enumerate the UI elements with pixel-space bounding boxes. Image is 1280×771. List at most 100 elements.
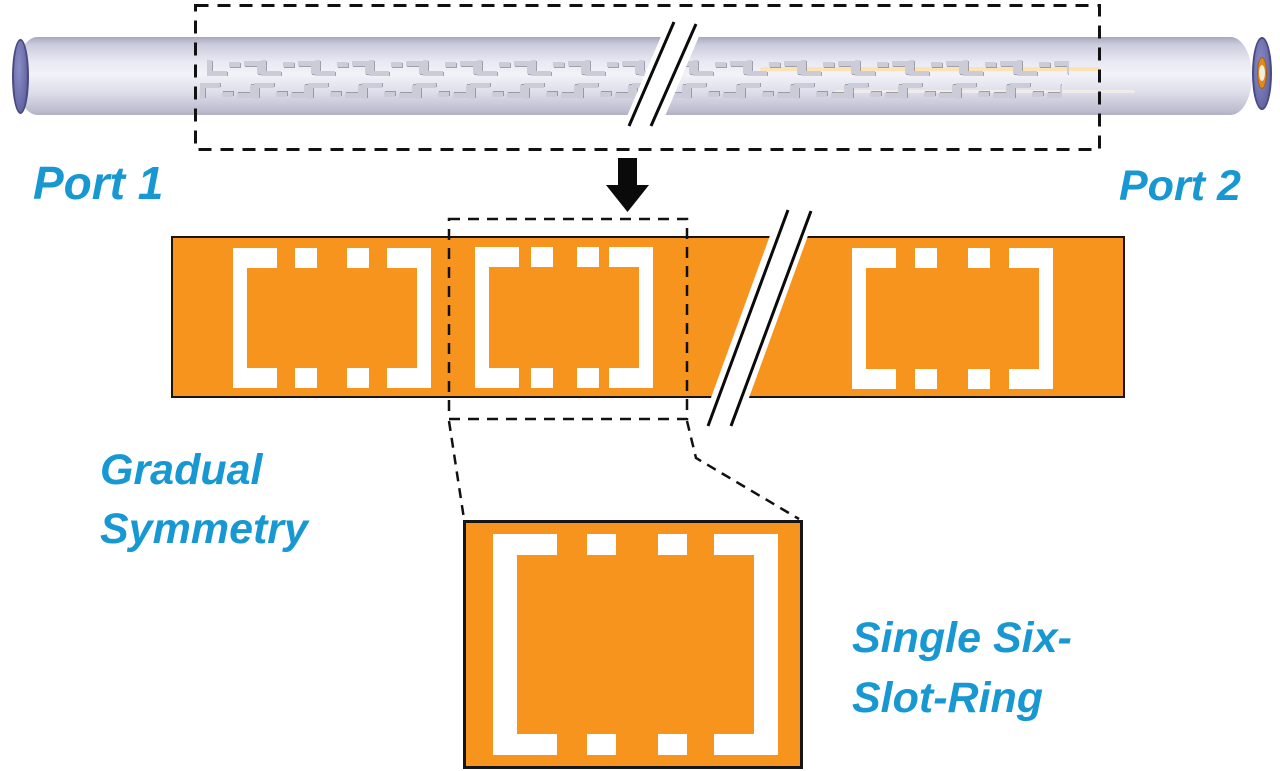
single-six-slot-ring-line1: Single Six-	[852, 614, 1072, 662]
slot-segment-ra-tl	[233, 248, 277, 268]
zoom-leader-left	[447, 420, 466, 520]
slot-segment-rd-b2	[658, 734, 688, 755]
etch-mark	[438, 92, 449, 97]
etch-unit	[900, 83, 957, 100]
etch-unit	[529, 59, 586, 76]
etch-unit	[252, 83, 309, 100]
etch-mark	[855, 60, 875, 76]
etch-mark	[276, 92, 287, 97]
etch-mark	[261, 60, 281, 76]
etch-mark	[823, 62, 834, 67]
etch-unit	[1015, 59, 1069, 76]
etch-unit	[637, 59, 694, 76]
etch-mark	[715, 62, 726, 67]
etch-mark	[1039, 62, 1050, 67]
etch-mark	[315, 60, 335, 76]
slot-segment-rv-r	[754, 534, 778, 755]
etch-unit	[475, 59, 532, 76]
etch-mark	[747, 60, 767, 76]
slot-segment-rv-l	[475, 247, 489, 388]
slot-segment-rd-b2	[967, 369, 990, 389]
etch-mark	[985, 62, 996, 67]
slot-segment-ra-bl	[233, 368, 277, 388]
slot-segment-ra-tr	[714, 534, 778, 555]
gradual-symmetry-label: Gradual Symmetry	[100, 441, 308, 559]
etch-mark	[416, 83, 436, 99]
etch-unit	[360, 83, 417, 100]
single-six-slot-ring-label: Single Six- Slot-Ring	[852, 608, 1072, 728]
etch-unit	[421, 59, 478, 76]
etch-mark	[816, 92, 827, 97]
etch-mark	[661, 62, 672, 67]
slot-segment-ra-tl	[852, 248, 896, 268]
etch-mark	[369, 60, 389, 76]
six-slot-ring-detail	[493, 534, 778, 755]
etched-slot-pattern-top	[205, 59, 1069, 76]
etch-mark	[585, 60, 605, 76]
gradual-symmetry-line2: Symmetry	[100, 505, 308, 553]
etch-mark	[222, 92, 233, 97]
etch-unit	[853, 59, 910, 76]
etch-mark	[423, 60, 443, 76]
etch-unit	[468, 83, 525, 100]
etch-mark	[1047, 85, 1062, 98]
slot-segment-rd-t1	[587, 534, 617, 555]
etch-mark	[708, 92, 719, 97]
etch-mark	[524, 83, 544, 99]
cable-end-cap-right	[1252, 37, 1272, 110]
unit-cell-zoom-panel	[463, 520, 803, 769]
gradual-symmetry-line1: Gradual	[100, 446, 263, 494]
cable-end-cap-left	[12, 39, 29, 114]
etch-unit	[799, 59, 856, 76]
etch-mark	[607, 62, 618, 67]
six-slot-ring-2	[475, 247, 653, 388]
etch-mark	[384, 92, 395, 97]
slot-segment-ra-br	[387, 368, 431, 388]
slot-segment-rv-l	[852, 248, 866, 389]
slot-segment-ra-tl	[493, 534, 557, 555]
etch-mark	[1017, 60, 1037, 76]
etch-unit	[198, 83, 255, 100]
slot-segment-rv-r	[1039, 248, 1053, 389]
slot-segment-rv-l	[233, 248, 247, 388]
etch-unit	[522, 83, 579, 100]
etch-mark	[848, 83, 868, 99]
etch-mark	[909, 60, 929, 76]
etch-mark	[956, 83, 976, 99]
single-six-slot-ring-line2: Slot-Ring	[852, 674, 1044, 722]
etch-unit	[1008, 83, 1062, 100]
etch-mark	[924, 92, 935, 97]
etch-mark	[762, 92, 773, 97]
slot-segment-ra-br	[1009, 369, 1053, 389]
slot-segment-rd-t1	[915, 248, 938, 268]
etch-unit	[745, 59, 802, 76]
etch-mark	[492, 92, 503, 97]
etch-mark	[254, 83, 274, 99]
etch-mark	[1032, 92, 1043, 97]
slot-segment-rd-t2	[346, 248, 369, 268]
etch-mark	[769, 62, 780, 67]
zoom-leader-right	[685, 420, 800, 521]
etch-mark	[362, 83, 382, 99]
slot-segment-ra-bl	[852, 369, 896, 389]
etch-mark	[553, 62, 564, 67]
slot-segment-rv-l	[493, 534, 517, 755]
etch-unit	[684, 83, 741, 100]
cross-section-center-pin	[1259, 65, 1265, 81]
slot-segment-rd-b2	[577, 368, 600, 388]
etch-mark	[632, 83, 652, 99]
etch-mark	[902, 83, 922, 99]
etch-mark	[330, 92, 341, 97]
etch-mark	[477, 60, 497, 76]
etch-mark	[654, 92, 665, 97]
etch-unit	[954, 83, 1011, 100]
slot-segment-rv-r	[639, 247, 653, 388]
slot-segment-rd-t1	[295, 248, 318, 268]
slot-segment-rv-r	[417, 248, 431, 388]
etch-mark	[794, 83, 814, 99]
slot-segment-ra-bl	[493, 734, 557, 755]
slot-segment-ra-bl	[475, 368, 519, 388]
etch-mark	[639, 60, 659, 76]
slot-segment-ra-br	[714, 734, 778, 755]
